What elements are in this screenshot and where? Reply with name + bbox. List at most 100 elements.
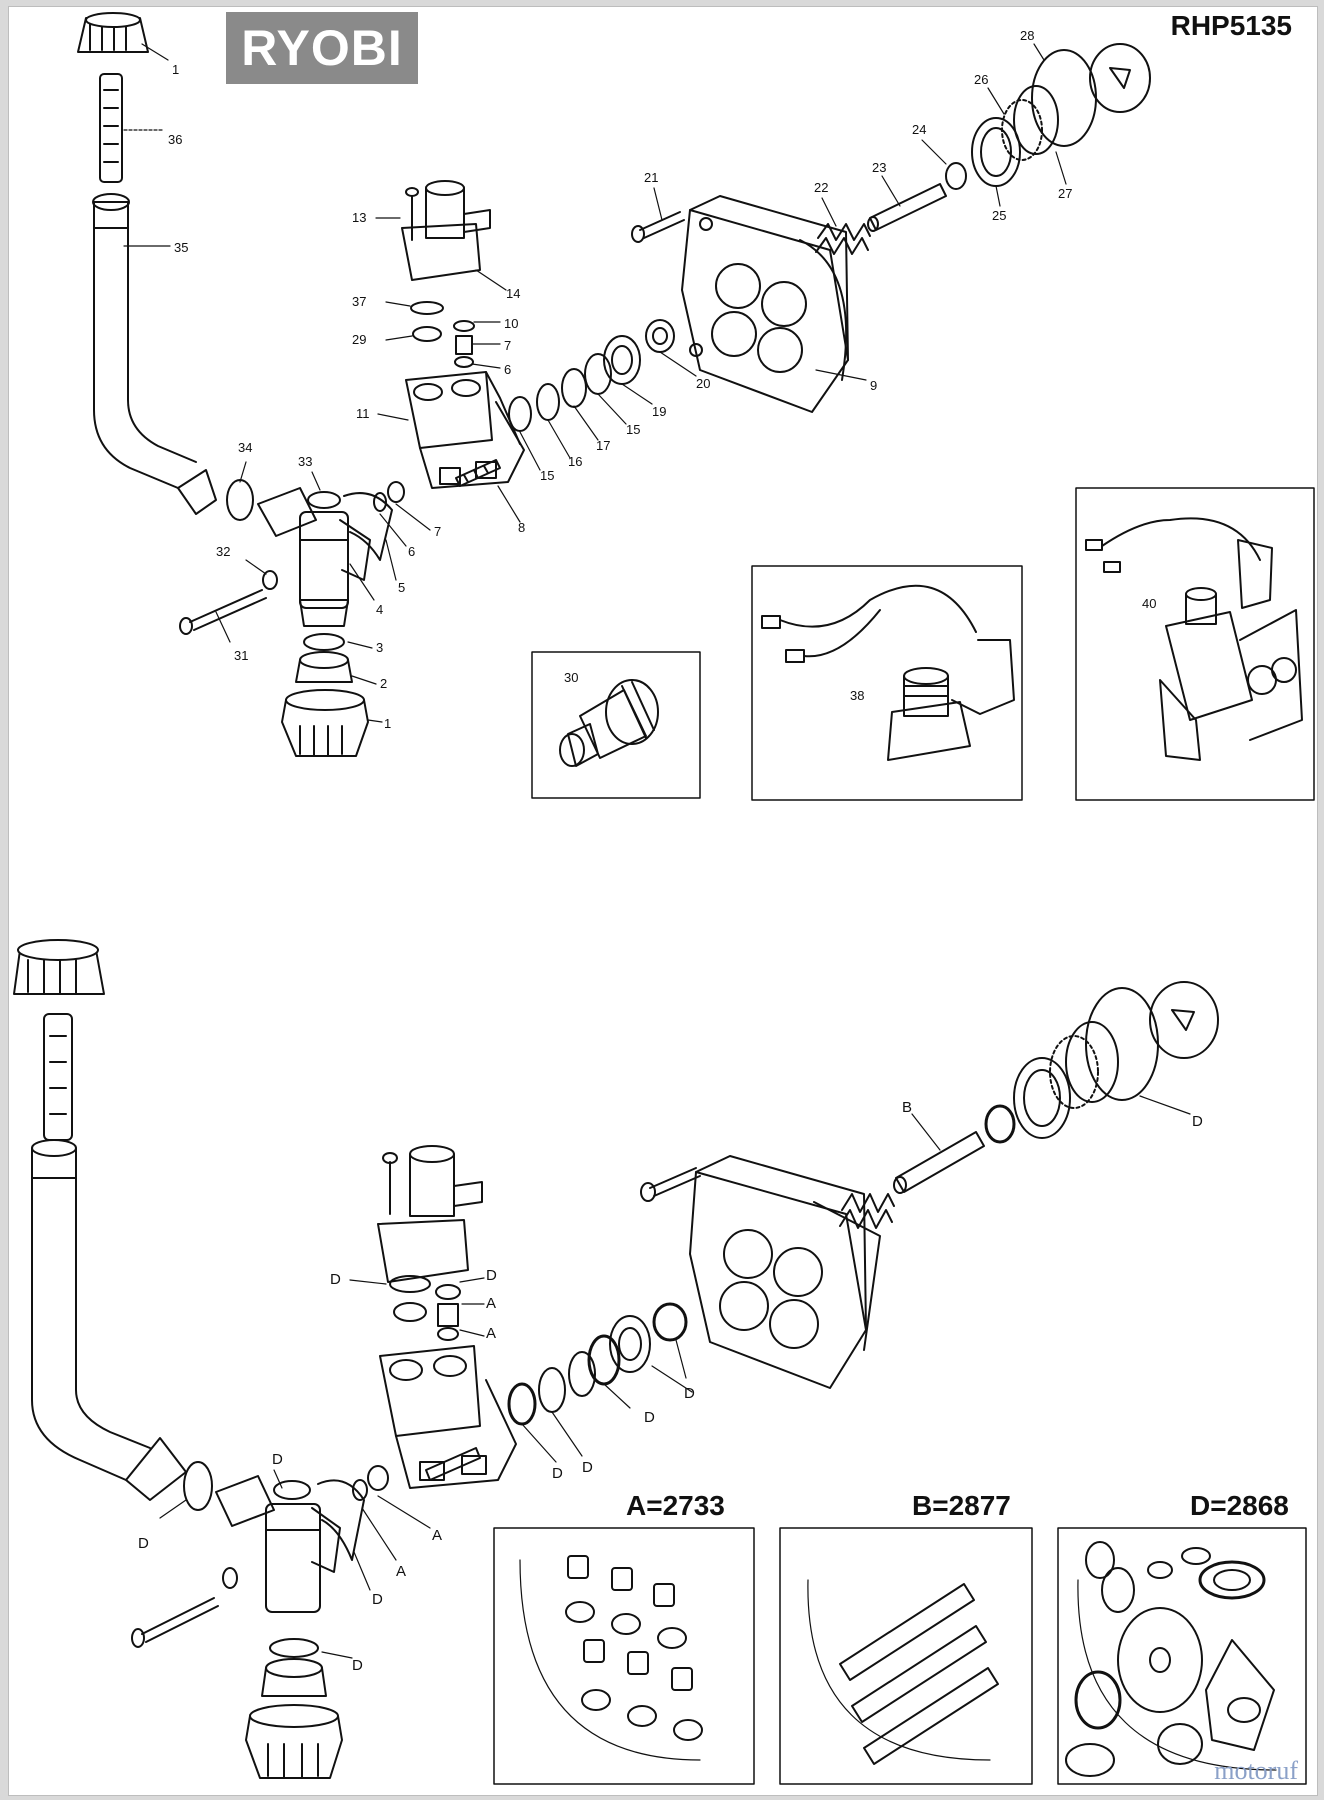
swash-plate bbox=[1089, 43, 1151, 113]
callout: 8 bbox=[518, 520, 525, 535]
kit-a-title: A=2733 bbox=[626, 1490, 725, 1521]
callout: 37 bbox=[352, 294, 366, 309]
spring-6 bbox=[454, 356, 474, 368]
callout: 7 bbox=[434, 524, 441, 539]
seal-17 bbox=[561, 368, 587, 408]
o-ring-3 bbox=[303, 633, 345, 651]
kit-letter: D bbox=[330, 1271, 341, 1288]
race-27 bbox=[1013, 85, 1059, 155]
lower-washer-d bbox=[984, 1104, 1016, 1144]
lower-gasket bbox=[317, 1479, 365, 1561]
lower-seal-1 bbox=[507, 1382, 537, 1426]
callout: 13 bbox=[352, 210, 366, 225]
callout: 2 bbox=[380, 676, 387, 691]
lower-o-ring-outlet bbox=[269, 1638, 319, 1658]
callout: 3 bbox=[376, 640, 383, 655]
kit-box-a bbox=[493, 1527, 755, 1785]
suction-hose bbox=[92, 193, 217, 515]
kit-letter: D bbox=[644, 1409, 655, 1426]
lower-o-ring-d bbox=[1085, 987, 1159, 1101]
seat-29 bbox=[412, 326, 442, 342]
lower-spring-a4 bbox=[352, 1479, 368, 1501]
lower-ring-2 bbox=[538, 1367, 566, 1413]
callout: 26 bbox=[974, 72, 988, 87]
model-number: RHP5135 bbox=[1170, 10, 1292, 41]
callout: 1 bbox=[384, 716, 391, 731]
spring-6b bbox=[373, 492, 387, 512]
callout: 22 bbox=[814, 180, 828, 195]
lower-inlet-cap-bottom bbox=[245, 1704, 343, 1779]
inlet-valve-body bbox=[257, 487, 371, 627]
piston-23 bbox=[867, 183, 947, 232]
seal-20 bbox=[645, 319, 675, 353]
ring-16 bbox=[536, 383, 560, 421]
callout: 6 bbox=[408, 544, 415, 559]
callout: 23 bbox=[872, 160, 886, 175]
inset-callout: 30 bbox=[564, 670, 578, 685]
callout: 33 bbox=[298, 454, 312, 469]
inlet-cap-bottom bbox=[281, 689, 369, 757]
callout: 10 bbox=[504, 316, 518, 331]
bolt-31 bbox=[179, 589, 267, 635]
lower-pump-housing bbox=[689, 1155, 881, 1389]
o-ring-28 bbox=[1031, 49, 1097, 147]
callout: 7 bbox=[504, 338, 511, 353]
valve-7 bbox=[455, 335, 473, 355]
gasket-5 bbox=[343, 492, 393, 561]
bearing-26 bbox=[1001, 99, 1043, 161]
lower-filter bbox=[43, 1013, 73, 1141]
kit-letter: D bbox=[352, 1657, 363, 1674]
parts-diagram-sheet bbox=[8, 6, 1318, 1796]
kit-letter: D bbox=[552, 1465, 563, 1482]
callout: 29 bbox=[352, 332, 366, 347]
lower-valve-a1 bbox=[435, 1284, 461, 1300]
callout: 9 bbox=[870, 378, 877, 393]
kit-letter: D bbox=[272, 1451, 283, 1468]
lower-bolt-21 bbox=[640, 1167, 701, 1202]
lower-o-ring-top bbox=[389, 1275, 431, 1293]
kit-letter: D bbox=[138, 1535, 149, 1552]
inset-callout: 38 bbox=[850, 688, 864, 703]
callout: 15 bbox=[626, 422, 640, 437]
callout: 17 bbox=[596, 438, 610, 453]
kit-letter: D bbox=[1192, 1113, 1203, 1130]
lower-washer bbox=[222, 1567, 238, 1589]
bolt-8 bbox=[455, 459, 501, 487]
outlet-manifold bbox=[401, 180, 491, 281]
callout: 36 bbox=[168, 132, 182, 147]
callout: 5 bbox=[398, 580, 405, 595]
kit-b-title: B=2877 bbox=[912, 1490, 1011, 1521]
o-ring-34 bbox=[226, 479, 254, 521]
lower-bolt bbox=[131, 1597, 219, 1648]
kit-d-title: D=2868 bbox=[1190, 1490, 1289, 1521]
callout: 25 bbox=[992, 208, 1006, 223]
callout: 1 bbox=[172, 62, 179, 77]
filter-screen bbox=[99, 73, 123, 183]
lower-bearing bbox=[1013, 1057, 1071, 1139]
kit-b-pistons bbox=[839, 1583, 999, 1765]
lower-piston-b bbox=[893, 1131, 985, 1194]
lower-o-ring-inlet bbox=[183, 1461, 213, 1511]
kit-box-d bbox=[1057, 1527, 1307, 1785]
callout: 28 bbox=[1020, 28, 1034, 43]
inlet-cap-top bbox=[77, 12, 149, 53]
callout: 24 bbox=[912, 122, 926, 137]
seal-19 bbox=[603, 335, 641, 385]
lower-outlet-manifold bbox=[377, 1145, 483, 1283]
callout: 35 bbox=[174, 240, 188, 255]
seal-15a bbox=[508, 396, 532, 432]
lower-inlet-cap bbox=[13, 939, 105, 995]
kit-letter: A bbox=[396, 1563, 406, 1580]
lower-bearing-balls bbox=[1049, 1035, 1099, 1109]
callout: 6 bbox=[504, 362, 511, 377]
lower-valve-a5 bbox=[367, 1465, 389, 1491]
lower-nut bbox=[261, 1658, 327, 1697]
kit-letter: D bbox=[486, 1267, 497, 1284]
callout: 34 bbox=[238, 440, 252, 455]
lower-seal-3 bbox=[568, 1351, 596, 1397]
inset-38 bbox=[751, 565, 1023, 801]
callout: 32 bbox=[216, 544, 230, 559]
lower-spring-22 bbox=[839, 1193, 895, 1229]
kit-letter: D bbox=[582, 1459, 593, 1476]
